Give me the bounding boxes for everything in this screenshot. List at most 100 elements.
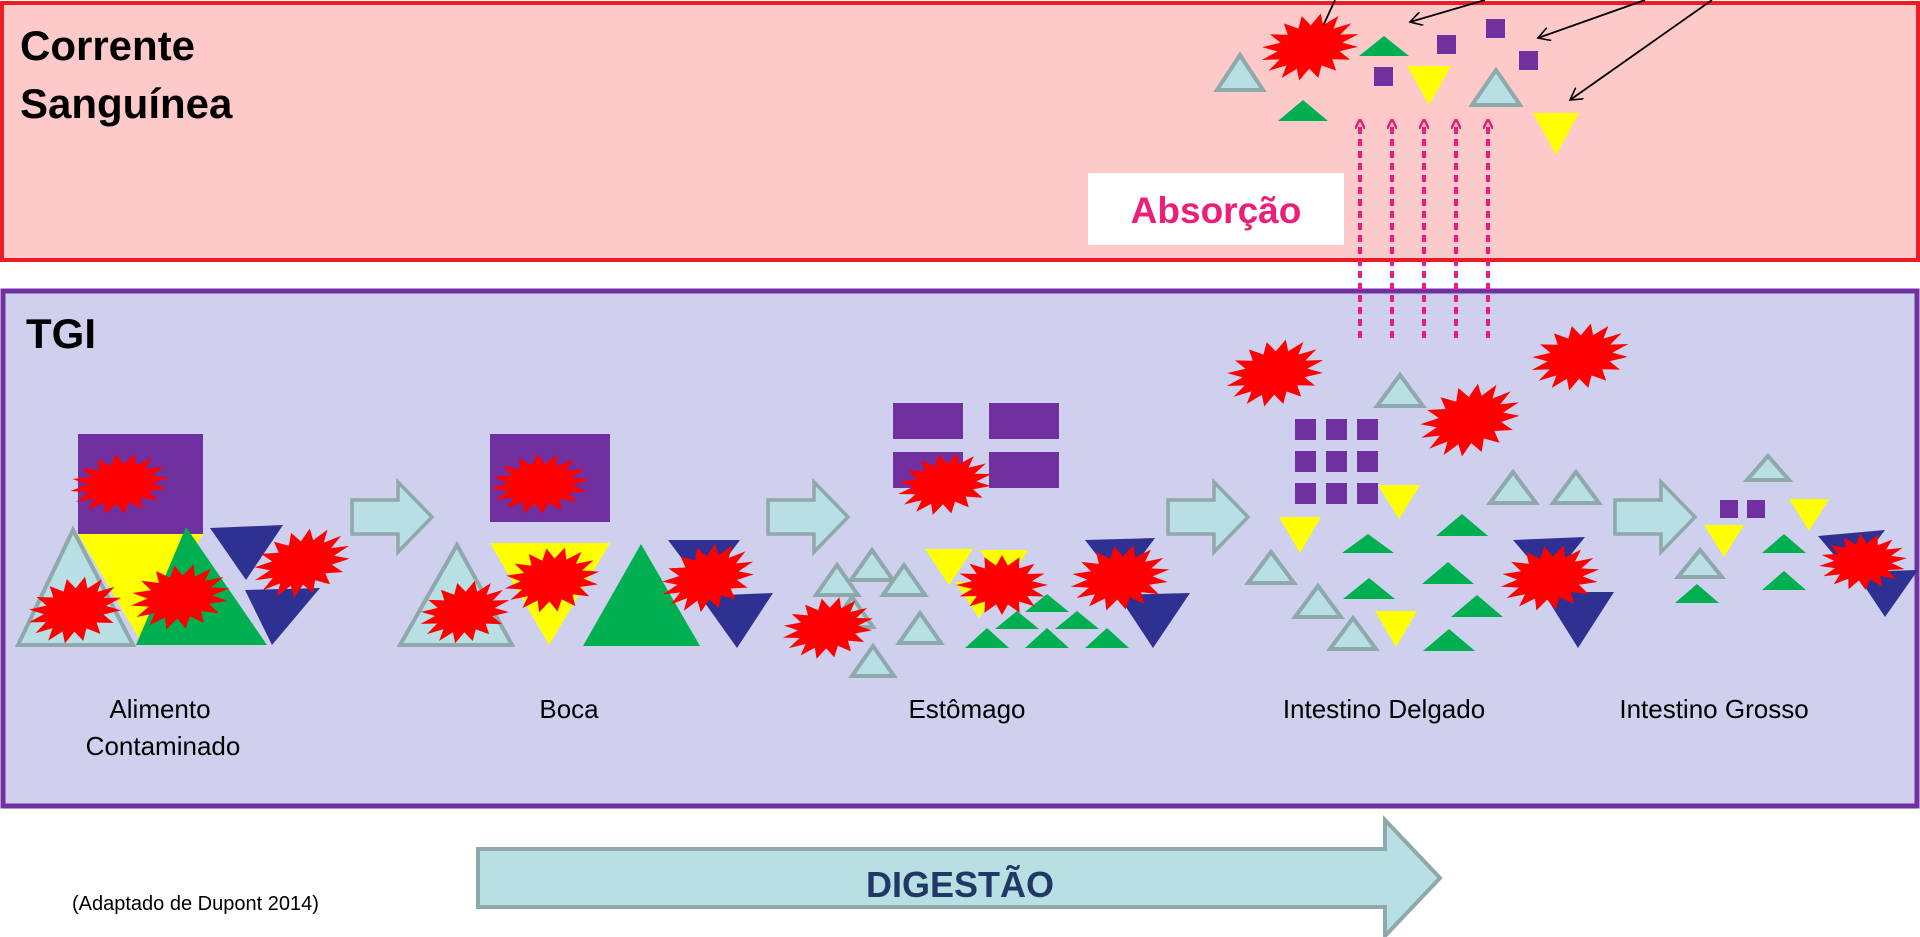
pointer-arrow-icon — [1538, 0, 1646, 38]
yellow-triangle-icon — [1407, 66, 1451, 105]
pale-triangle-icon — [1673, 546, 1727, 579]
contaminant-burst-icon — [420, 580, 510, 644]
bloodstream-title-line1: Corrente — [20, 22, 195, 69]
yellow-triangle-icon — [925, 549, 973, 585]
green-triangle-icon — [1436, 514, 1488, 536]
stage-label-stomach: Estômago — [908, 694, 1025, 724]
green-triangle-icon — [1675, 584, 1719, 603]
green-triangle-icon — [995, 611, 1039, 629]
contaminant-burst-icon — [130, 564, 230, 630]
purple-square-icon — [1437, 35, 1456, 54]
pale-triangle-icon — [1291, 582, 1345, 619]
stage-label-mouth: Boca — [539, 694, 599, 724]
green-triangle-icon — [1762, 571, 1806, 590]
purple-square-icon — [1295, 451, 1316, 472]
yellow-triangle-icon — [1704, 525, 1744, 557]
navy-triangle-icon — [1543, 592, 1614, 648]
yellow-triangle-icon — [1789, 499, 1829, 531]
contaminant-burst-icon — [70, 453, 170, 515]
contaminant-burst-icon — [1226, 339, 1324, 407]
purple-square-icon — [1374, 67, 1393, 86]
pale-triangle-icon — [1742, 452, 1794, 482]
contaminant-burst-icon — [490, 454, 590, 514]
flow-arrow-icon — [350, 477, 435, 557]
green-triangle-icon — [1422, 562, 1474, 584]
yellow-triangle-icon — [1533, 113, 1579, 155]
green-triangle-icon — [965, 628, 1009, 648]
purple-square-icon — [1519, 51, 1538, 70]
pale-triangle-icon — [879, 561, 929, 597]
citation: (Adaptado de Dupont 2014) — [72, 893, 319, 915]
green-triangle-icon — [1423, 629, 1475, 651]
green-triangle-icon — [583, 544, 700, 646]
stage-label-small-intestine: Intestino Delgado — [1283, 694, 1485, 724]
flow-arrow-icon — [1613, 477, 1698, 557]
yellow-triangle-icon — [1375, 611, 1417, 647]
contaminant-burst-icon — [898, 453, 992, 515]
contaminant-burst-icon — [1070, 545, 1170, 611]
green-triangle-icon — [1055, 611, 1099, 629]
stage-label-food-line1: Alimento — [109, 694, 210, 724]
green-triangle-icon — [1278, 100, 1328, 121]
green-triangle-icon — [1343, 578, 1395, 599]
green-triangle-icon — [1359, 36, 1409, 56]
pale-triangle-icon — [1244, 548, 1298, 585]
stage-label-food-line2: Contaminado — [86, 731, 241, 761]
contaminant-burst-icon — [662, 543, 754, 613]
stage-labels: Alimento Contaminado Boca Estômago Intes… — [86, 694, 1809, 761]
yellow-triangle-icon — [1279, 517, 1321, 553]
purple-square-icon — [1720, 500, 1738, 518]
yellow-triangle-icon — [1378, 485, 1420, 519]
green-triangle-icon — [1342, 534, 1394, 553]
contaminant-burst-icon — [783, 597, 873, 659]
contaminant-bursts — [28, 13, 1907, 659]
navy-triangle-icon — [1855, 570, 1918, 617]
pointer-arrow-icon — [1410, 0, 1486, 22]
absorbed-nutrients — [1213, 19, 1579, 155]
purple-square-icon — [1326, 451, 1347, 472]
pale-triangle-icon — [895, 609, 945, 645]
yellow-triangle-icon — [78, 534, 203, 640]
contaminant-burst-icon — [1500, 545, 1600, 611]
purple-square-icon — [1357, 451, 1378, 472]
pale-triangle-icon — [848, 642, 898, 678]
pale-triangle-icon — [1549, 468, 1603, 505]
green-triangle-icon — [1762, 534, 1806, 553]
flow-arrow-icon — [766, 477, 851, 557]
pale-triangle-icon — [1373, 371, 1427, 408]
flow-arrow-icon — [1166, 477, 1251, 557]
green-triangle-icon — [1025, 628, 1069, 648]
purple-block-icon — [989, 403, 1059, 439]
pointer-arrow-icon — [1570, 0, 1713, 100]
contaminant-burst-icon — [956, 555, 1048, 615]
contaminant-burst-icon — [504, 547, 600, 613]
green-triangle-icon — [1025, 594, 1069, 612]
purple-square-icon — [1357, 419, 1378, 440]
purple-square-icon — [1295, 419, 1316, 440]
pointer-arrows — [1312, 0, 1713, 100]
purple-block-icon — [989, 452, 1059, 488]
bloodstream-title-line2: Sanguínea — [20, 80, 233, 127]
navy-triangle-icon — [1118, 593, 1190, 648]
purple-square-icon — [1326, 483, 1347, 504]
gi-tract-title: TGI — [26, 310, 96, 357]
pale-triangle-icon — [812, 561, 862, 597]
digestion-label: DIGESTÃO — [866, 863, 1054, 905]
flow-arrows — [350, 477, 1698, 557]
pale-triangle-icon — [1213, 51, 1267, 92]
navy-triangle-icon — [210, 525, 283, 580]
navy-triangle-icon — [245, 588, 320, 645]
contaminant-burst-icon — [1420, 383, 1520, 457]
purple-square-icon — [1747, 500, 1765, 518]
absorption-label: Absorção — [1131, 190, 1302, 231]
purple-square-icon — [1357, 483, 1378, 504]
contaminant-burst-icon — [1819, 534, 1907, 590]
purple-block-icon — [893, 403, 963, 439]
digestion-arrow-icon — [476, 814, 1443, 937]
pale-triangle-icon — [847, 546, 897, 582]
contaminant-burst-icon — [1261, 13, 1359, 81]
contaminant-burst-icon — [28, 576, 122, 644]
contaminant-burst-icon — [1531, 323, 1629, 391]
pale-triangle-icon — [1486, 468, 1540, 505]
